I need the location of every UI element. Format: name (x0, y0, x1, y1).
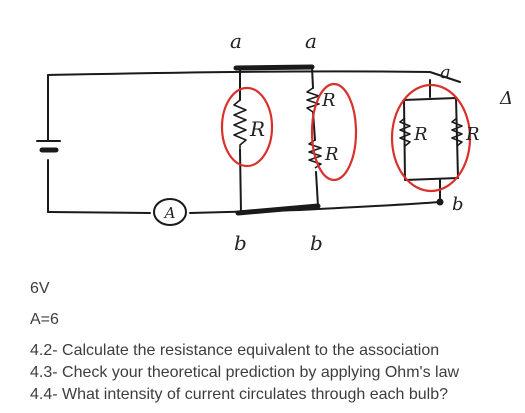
top-node-bar (233, 64, 315, 71)
question-4-4: 4.4- What intensity of current circulate… (30, 386, 448, 403)
branch2-bottom (315, 171, 319, 207)
node-label-top-3: a (440, 62, 451, 83)
bottom-wire (47, 211, 151, 214)
top-wire (47, 70, 461, 83)
circuit-diagram: A a a a b b b R R R R R Δ (36, 29, 513, 255)
bottom-node-bar (235, 203, 321, 216)
resistor-4-zigzag (399, 117, 411, 147)
resistor-label-4: R (413, 124, 428, 145)
ammeter-icon: A (153, 198, 187, 226)
resistor-5-zigzag (451, 117, 463, 147)
branch1-bottom (239, 149, 242, 214)
battery-icon (36, 140, 61, 153)
voltage-text: 6V (30, 280, 50, 297)
resistor-label-5: R (465, 124, 480, 145)
node-label-bottom-1: b (234, 231, 247, 255)
resistor-label-1: R (249, 117, 265, 141)
red-circle-2 (310, 82, 358, 182)
question-4-3: 4.3- Check your theoretical prediction b… (30, 364, 460, 381)
node-label-bottom-2: b (310, 231, 323, 255)
resistor-1-zigzag (233, 99, 247, 150)
branch3-box (403, 97, 459, 181)
delta-symbol: Δ (499, 88, 513, 109)
node-label-top-2: a (305, 29, 317, 53)
red-circle-3 (390, 83, 472, 193)
resistor-label-2: R (321, 90, 336, 111)
ammeter-label: A (163, 204, 176, 222)
question-4-2: 4.2- Calculate the resistance equivalent… (30, 342, 440, 359)
bottom-wire-right (189, 201, 441, 214)
junction-dot (436, 198, 444, 206)
resistor-2-zigzag (306, 87, 320, 113)
node-label-bottom-3: b (452, 194, 464, 215)
resistor-label-3: R (324, 144, 339, 165)
branch2-top (311, 66, 314, 89)
current-text: A=6 (30, 311, 59, 328)
node-label-top-1: a (230, 29, 242, 53)
red-circle-1 (220, 86, 274, 168)
